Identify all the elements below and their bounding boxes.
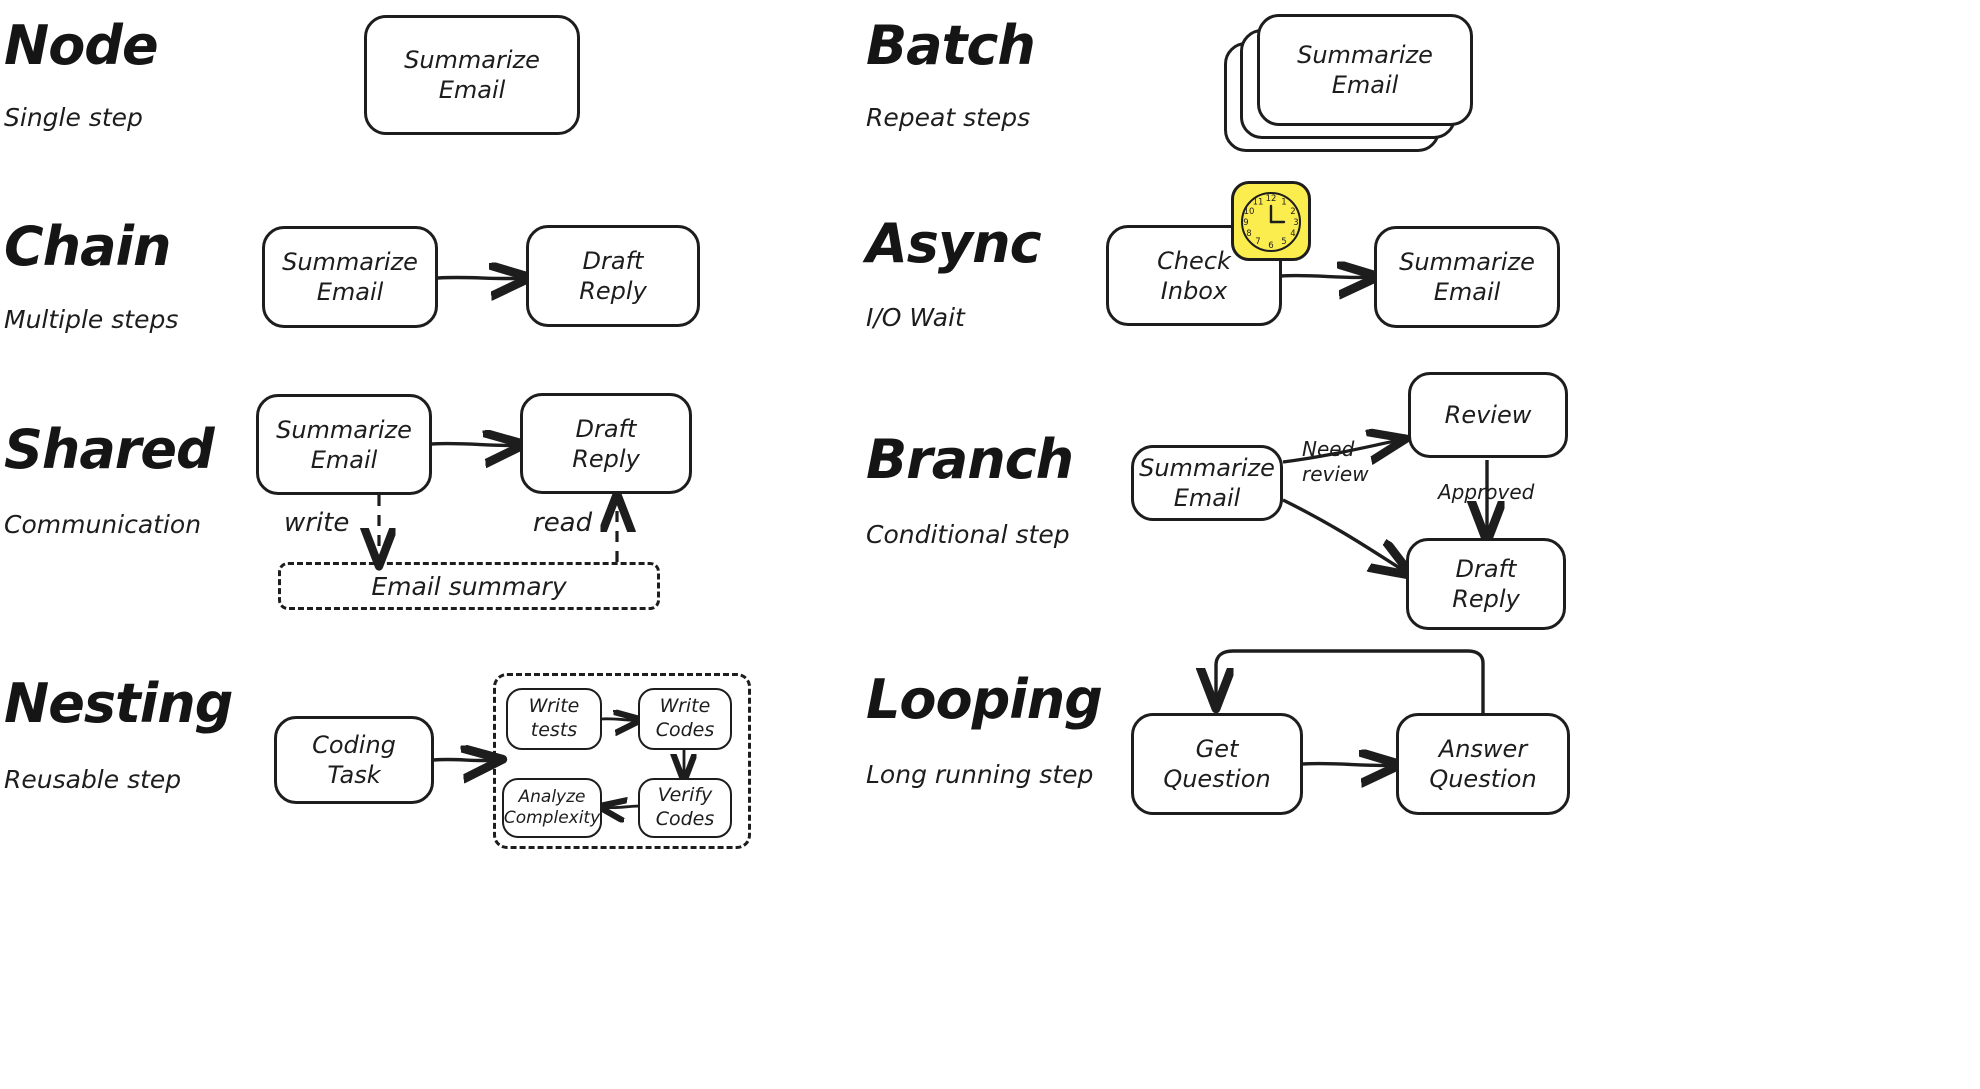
svg-text:4: 4: [1290, 229, 1295, 239]
node-summarize-email[interactable]: Summarize Email: [364, 15, 580, 135]
node-label: Summarize Email: [1399, 248, 1535, 306]
svg-text:6: 6: [1268, 241, 1273, 251]
node-label: Summarize Email: [282, 248, 418, 306]
node-label: Write tests: [528, 695, 580, 741]
section-title-batch: Batch: [866, 14, 1036, 77]
shared-store-label: Email summary: [371, 571, 567, 601]
section-title-looping: Looping: [866, 668, 1103, 731]
shared-node-draft-reply[interactable]: Draft Reply: [520, 393, 692, 494]
svg-text:11: 11: [1253, 198, 1264, 208]
nesting-entry-edge: [433, 759, 496, 760]
section-subtitle-batch: Repeat steps: [866, 103, 1031, 132]
nesting-inner-node-verify-codes[interactable]: Verify Codes: [638, 778, 732, 838]
chain-node-summarize-email[interactable]: Summarize Email: [262, 226, 438, 328]
node-label: Write Codes: [655, 695, 715, 741]
chain-node-draft-reply[interactable]: Draft Reply: [526, 225, 700, 327]
async-node-check-inbox[interactable]: Check Inbox: [1106, 225, 1282, 326]
section-title-branch: Branch: [866, 428, 1074, 491]
svg-text:9: 9: [1243, 218, 1248, 228]
edge-label-need-review: Need review: [1302, 437, 1369, 486]
chain-edge: [437, 277, 524, 278]
node-label: Check Inbox: [1157, 246, 1231, 305]
nesting-inner-node-write-tests[interactable]: Write tests: [506, 688, 602, 750]
node-label: Draft Reply: [579, 247, 647, 305]
node-label: Summarize Email: [276, 415, 412, 474]
section-title-chain: Chain: [4, 215, 171, 278]
shared-edge: [431, 444, 518, 446]
svg-text:1: 1: [1281, 198, 1286, 208]
svg-text:12: 12: [1266, 194, 1277, 204]
shared-store-email-summary[interactable]: Email summary: [278, 562, 660, 610]
section-subtitle-shared: Communication: [4, 510, 202, 539]
node-label: Summarize Email: [404, 46, 540, 104]
node-label: Get Question: [1163, 735, 1271, 793]
branch-node-summarize-email[interactable]: Summarize Email: [1131, 445, 1283, 521]
async-node-summarize-email[interactable]: Summarize Email: [1374, 226, 1560, 328]
section-title-nesting: Nesting: [4, 672, 233, 735]
edge-label-read: read: [533, 508, 593, 538]
nesting-inner-node-analyze-complexity[interactable]: Analyze Complexity: [502, 778, 602, 838]
svg-text:10: 10: [1244, 207, 1255, 217]
shared-node-summarize-email[interactable]: Summarize Email: [256, 394, 432, 495]
edge-label-write: write: [284, 508, 350, 538]
section-subtitle-async: I/O Wait: [866, 303, 965, 332]
node-label: Draft Reply: [1452, 555, 1520, 613]
section-subtitle-looping: Long running step: [866, 760, 1094, 789]
svg-text:8: 8: [1246, 229, 1251, 239]
node-label: Answer Question: [1429, 735, 1537, 793]
section-title-shared: Shared: [4, 418, 215, 481]
svg-text:3: 3: [1293, 218, 1298, 228]
looping-back-edge: [1216, 649, 1485, 716]
edge-label-approved: Approved: [1438, 480, 1535, 504]
looping-node-get-question[interactable]: Get Question: [1131, 713, 1303, 815]
section-subtitle-branch: Conditional step: [866, 520, 1070, 549]
looping-node-answer-question[interactable]: Answer Question: [1396, 713, 1570, 815]
batch-node-summarize-email[interactable]: Summarize Email: [1257, 14, 1473, 126]
node-label: Analyze Complexity: [503, 786, 601, 828]
section-subtitle-node: Single step: [4, 103, 143, 132]
section-subtitle-chain: Multiple steps: [4, 305, 179, 334]
nesting-inner-node-write-codes[interactable]: Write Codes: [638, 688, 732, 750]
nesting-node-coding-task[interactable]: Coding Task: [274, 716, 434, 804]
looping-forward-edge: [1302, 764, 1394, 766]
branch-node-review[interactable]: Review: [1408, 372, 1568, 458]
section-title-async: Async: [866, 212, 1042, 275]
svg-text:7: 7: [1255, 237, 1260, 247]
node-label: Draft Reply: [572, 414, 640, 473]
node-label: Coding Task: [312, 731, 396, 789]
branch-direct-edge: [1282, 498, 1406, 572]
async-edge: [1280, 276, 1372, 278]
node-label: Review: [1444, 401, 1532, 429]
svg-text:5: 5: [1281, 237, 1286, 247]
node-label: Summarize Email: [1297, 41, 1433, 99]
node-label: Verify Codes: [655, 784, 715, 830]
svg-text:2: 2: [1290, 207, 1295, 217]
branch-node-draft-reply[interactable]: Draft Reply: [1406, 538, 1566, 630]
nesting-group-container: [493, 673, 751, 849]
section-title-node: Node: [4, 14, 159, 77]
section-subtitle-nesting: Reusable step: [4, 765, 182, 794]
node-label: Summarize Email: [1139, 454, 1275, 512]
